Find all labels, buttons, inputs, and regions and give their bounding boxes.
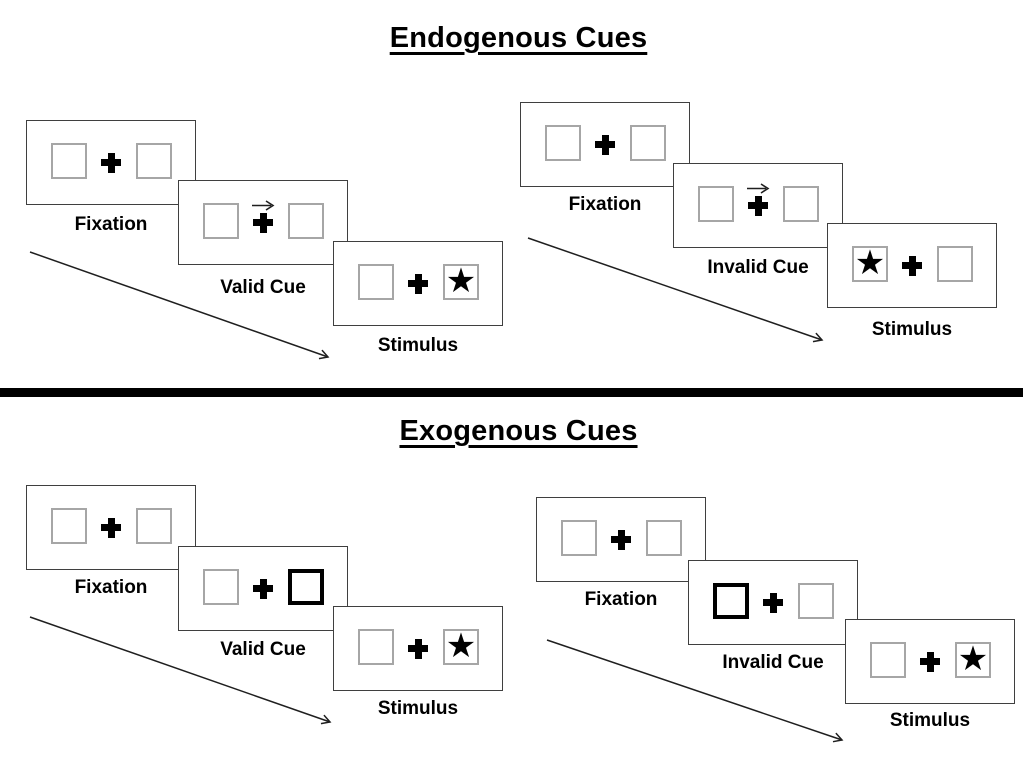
placeholder-box-left	[561, 520, 597, 556]
panel-endogenous-valid-stimulus: ★	[333, 241, 503, 326]
panel-label-stimulus: Stimulus	[377, 698, 459, 719]
panel-exogenous-invalid-stimulus: ★	[845, 619, 1015, 704]
placeholder-box-left	[545, 125, 581, 161]
target-box-right: ★	[955, 642, 991, 678]
fixation-cross-icon	[595, 134, 615, 155]
panel-label-stimulus: Stimulus	[871, 319, 953, 340]
fixation-cross-icon	[902, 255, 922, 276]
panel-endogenous-invalid-stimulus: ★	[827, 223, 997, 308]
placeholder-box-right	[630, 125, 666, 161]
panel-label-fixation: Fixation	[74, 214, 148, 235]
placeholder-box-right	[646, 520, 682, 556]
section-title-exogenous: Exogenous Cues	[399, 415, 638, 447]
placeholder-box-left	[203, 203, 239, 239]
target-box-right: ★	[443, 629, 479, 665]
target-box-right: ★	[443, 264, 479, 300]
placeholder-box-right	[288, 203, 324, 239]
section-title-endogenous: Endogenous Cues	[389, 22, 648, 54]
panel-exogenous-valid-cue	[178, 546, 348, 631]
highlighted-cue-box-left	[713, 583, 749, 619]
fixation-cross-icon	[253, 212, 273, 233]
star-icon: ★	[957, 639, 989, 679]
panel-label-valid-cue: Valid Cue	[220, 639, 306, 660]
panel-label-stimulus: Stimulus	[889, 710, 971, 731]
fixation-cross-icon	[763, 592, 783, 613]
highlighted-cue-box-right	[288, 569, 324, 605]
star-icon: ★	[445, 626, 477, 666]
placeholder-box-left	[203, 569, 239, 605]
panel-endogenous-invalid-cue	[673, 163, 843, 248]
panel-label-fixation: Fixation	[568, 194, 642, 215]
panel-endogenous-valid-fixation	[26, 120, 196, 205]
fixation-cross-icon	[408, 273, 428, 294]
placeholder-box-right	[136, 143, 172, 179]
cue-arrow-right-icon	[252, 200, 275, 211]
placeholder-box-left	[51, 143, 87, 179]
placeholder-box-right	[136, 508, 172, 544]
fixation-cross-icon	[920, 651, 940, 672]
panel-exogenous-valid-fixation	[26, 485, 196, 570]
placeholder-box-right	[937, 246, 973, 282]
panel-label-fixation: Fixation	[74, 577, 148, 598]
fixation-cross-icon	[101, 517, 121, 538]
placeholder-box-left	[51, 508, 87, 544]
panel-label-invalid-cue: Invalid Cue	[707, 257, 809, 278]
placeholder-box-left	[870, 642, 906, 678]
panel-label-fixation: Fixation	[584, 589, 658, 610]
target-box-left: ★	[852, 246, 888, 282]
fixation-cross-icon	[611, 529, 631, 550]
fixation-cross-icon	[748, 195, 768, 216]
star-icon: ★	[854, 243, 886, 283]
panel-exogenous-invalid-cue	[688, 560, 858, 645]
panel-label-stimulus: Stimulus	[377, 335, 459, 356]
fixation-cross-icon	[408, 638, 428, 659]
placeholder-box-left	[698, 186, 734, 222]
panel-exogenous-invalid-fixation	[536, 497, 706, 582]
placeholder-box-left	[358, 629, 394, 665]
section-divider	[0, 388, 1023, 397]
sequence-arrow-endogenous-valid	[29, 251, 330, 360]
placeholder-box-right	[783, 186, 819, 222]
panel-label-invalid-cue: Invalid Cue	[722, 652, 824, 673]
panel-endogenous-invalid-fixation	[520, 102, 690, 187]
cue-arrow-right-icon	[747, 183, 770, 194]
star-icon: ★	[445, 261, 477, 301]
placeholder-box-right	[798, 583, 834, 619]
fixation-cross-icon	[101, 152, 121, 173]
panel-endogenous-valid-cue	[178, 180, 348, 265]
sequence-arrow-exogenous-valid	[29, 616, 332, 725]
fixation-cross-icon	[253, 578, 273, 599]
panel-label-valid-cue: Valid Cue	[220, 277, 306, 298]
placeholder-box-left	[358, 264, 394, 300]
sequence-arrow-endogenous-invalid	[527, 237, 824, 343]
panel-exogenous-valid-stimulus: ★	[333, 606, 503, 691]
